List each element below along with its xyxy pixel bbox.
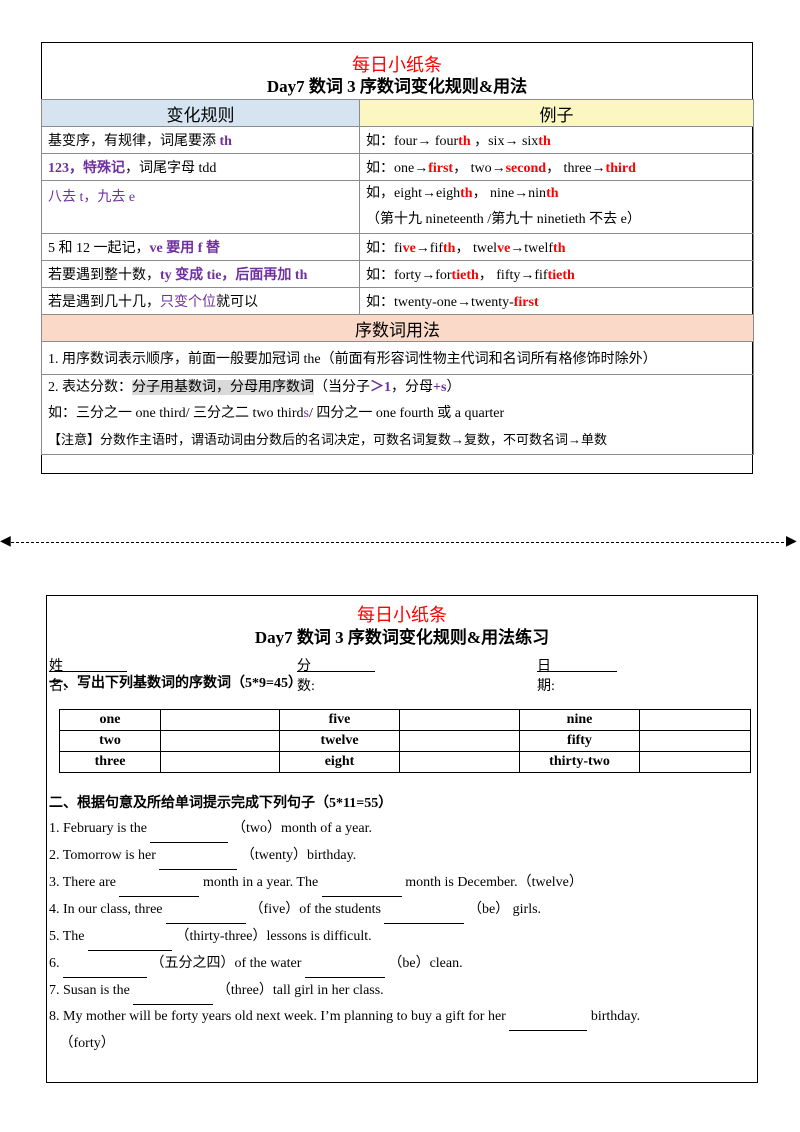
example-text: 如：twenty-one→twenty-first — [359, 287, 754, 315]
rule-text: 5 和 12 一起记，ve 要用 f 替 — [41, 233, 360, 261]
info-row: 姓名: 分数: 日期: — [47, 651, 757, 694]
cardinal-word: three — [59, 751, 161, 773]
card-subtitle: 每日小纸条 — [352, 55, 442, 75]
card-subtitle: 每日小纸条 — [357, 605, 447, 625]
cardinal-word: two — [59, 730, 161, 752]
answer-cell[interactable] — [399, 730, 520, 752]
ordinal-table: one five nine two twelve fifty three eig… — [59, 709, 751, 773]
answer-cell[interactable] — [160, 730, 280, 752]
question-2: 2. Tomorrow is her （twenty）birthday. — [47, 842, 757, 870]
arrow-right-icon: ▶ — [786, 534, 797, 549]
example-text: 如：forty→fortieth， fifty→fiftieth — [359, 260, 754, 288]
table-row: one five nine — [59, 709, 751, 731]
cut-line — [6, 542, 794, 543]
rule-text: 基变序，有规律，词尾要添 th — [41, 126, 360, 154]
name-label: 姓名: — [49, 659, 67, 694]
question-6: 6. （五分之四）of the water （be）clean. — [47, 950, 757, 978]
answer-blank[interactable] — [384, 896, 465, 924]
example-column-header: 例子 — [359, 99, 754, 127]
usage-header: 序数词用法 — [41, 314, 754, 342]
cardinal-word: thirty-two — [519, 751, 640, 773]
example-text: 如，eight→eighth， nine→ninth（第十九 nineteent… — [359, 180, 754, 234]
answer-blank[interactable] — [304, 950, 385, 978]
cardinal-word: twelve — [279, 730, 400, 752]
question-3: 3. There are month in a year. The month … — [47, 869, 757, 897]
question-4: 4. In our class, three （five）of the stud… — [47, 896, 757, 924]
answer-blank[interactable] — [133, 977, 214, 1005]
answer-blank[interactable] — [159, 842, 238, 870]
question-1: 1. February is the （two）month of a year. — [47, 815, 757, 843]
cardinal-word: nine — [519, 709, 640, 731]
answer-blank[interactable] — [88, 923, 173, 951]
answer-blank[interactable] — [150, 815, 229, 843]
answer-cell[interactable] — [399, 751, 520, 773]
answer-cell[interactable] — [639, 730, 751, 752]
rule-text: 八去 t，九去 e — [41, 180, 360, 234]
rule-text: 若要遇到整十数，ty 变成 tie，后面再加 th — [41, 260, 360, 288]
question-7: 7. Susan is the （three）tall girl in her … — [47, 977, 757, 1005]
answer-cell[interactable] — [160, 751, 280, 773]
card-title: Day7 数词 3 序数词变化规则&用法练习 — [254, 628, 550, 647]
exercise-card: 每日小纸条 Day7 数词 3 序数词变化规则&用法练习 姓名: 分数: 日期:… — [46, 595, 758, 1083]
answer-blank[interactable] — [166, 896, 247, 924]
cardinal-word: one — [59, 709, 161, 731]
answer-blank[interactable] — [509, 1004, 588, 1031]
rule-text: 123，特殊记，词尾字母 tdd — [41, 153, 360, 181]
date-label: 日期: — [537, 659, 555, 694]
rule-row: 若是遇到几十几，只变个位就可以 如：twenty-one→twenty-firs… — [41, 287, 754, 315]
rule-row: 123，特殊记，词尾字母 tdd 如：one→first， two→second… — [41, 153, 754, 181]
answer-cell[interactable] — [399, 709, 520, 731]
rule-row: 若要遇到整十数，ty 变成 tie，后面再加 th 如：forty→fortie… — [41, 260, 754, 288]
rules-card: 每日小纸条 Day7 数词 3 序数词变化规则&用法 变化规则 例子 基变序，有… — [41, 42, 754, 474]
answer-cell[interactable] — [160, 709, 280, 731]
question-8: 8. My mother will be forty years old nex… — [47, 1004, 757, 1057]
table-row: two twelve fifty — [59, 730, 751, 752]
answer-cell[interactable] — [639, 709, 751, 731]
cardinal-word: fifty — [519, 730, 640, 752]
cardinal-word: five — [279, 709, 400, 731]
date-field[interactable] — [537, 655, 617, 672]
rule-row: 基变序，有规律，词尾要添 th 如：four→ fourth ，six→ six… — [41, 126, 754, 154]
answer-blank[interactable] — [119, 869, 200, 897]
rule-column-header: 变化规则 — [41, 99, 360, 127]
table-row: three eight thirty-two — [59, 751, 751, 773]
score-label: 分数: — [297, 659, 315, 694]
cardinal-word: eight — [279, 751, 400, 773]
name-field[interactable] — [49, 655, 127, 672]
example-text: 如：one→first， two→second， three→third — [359, 153, 754, 181]
answer-blank[interactable] — [63, 950, 147, 978]
section-1-title: 一、写出下列基数词的序数词（5*9=45） — [49, 676, 302, 691]
usage-point-1: 1. 用序数词表示顺序，前面一般要加冠词 the（前面有形容词性物主代词和名词所… — [41, 341, 754, 375]
example-text: 如：four→ fourth ，six→ sixth — [359, 126, 754, 154]
arrow-left-icon: ◀ — [0, 534, 11, 549]
answer-blank[interactable] — [321, 869, 402, 897]
usage-point-2: 2. 表达分数：分子用基数词，分母用序数词（当分子＞1，分母+s）如：三分之一 … — [41, 374, 754, 455]
card-title: Day7 数词 3 序数词变化规则&用法 — [266, 77, 528, 96]
rules-table: 变化规则 例子 基变序，有规律，词尾要添 th 如：four→ fourth ，… — [41, 99, 754, 455]
section-2-title: 二、根据句意及所给单词提示完成下列句子（5*11=55） — [49, 796, 393, 811]
rule-row: 八去 t，九去 e 如，eight→eighth， nine→ninth（第十九… — [41, 180, 754, 234]
answer-cell[interactable] — [639, 751, 751, 773]
rule-text: 若是遇到几十几，只变个位就可以 — [41, 287, 360, 315]
example-text: 如：five→fifth， twelve→twelfth — [359, 233, 754, 261]
rule-row: 5 和 12 一起记，ve 要用 f 替 如：five→fifth， twelv… — [41, 233, 754, 261]
score-field[interactable] — [297, 655, 375, 672]
question-5: 5. The （thirty-three）lessons is difficul… — [47, 923, 757, 951]
